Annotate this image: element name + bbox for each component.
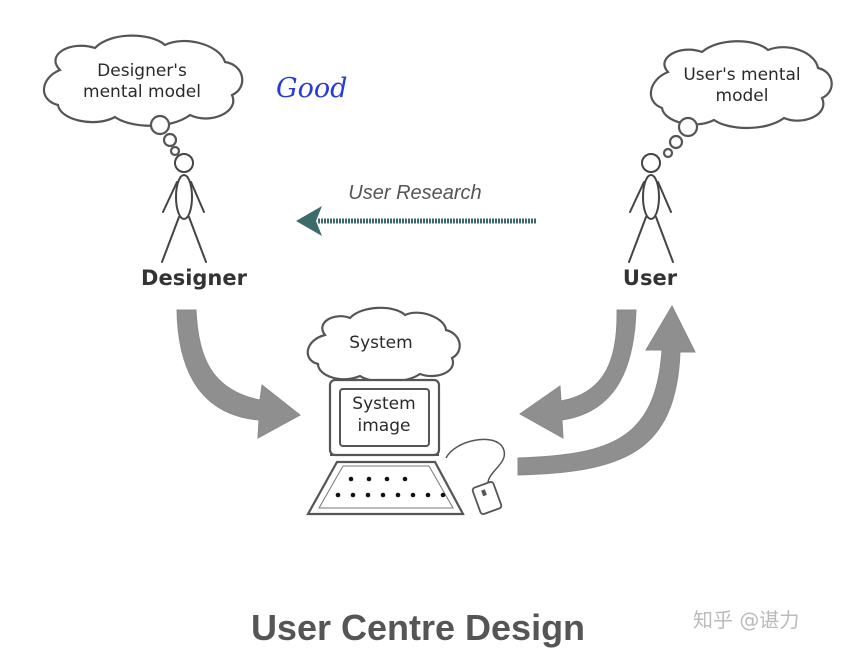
system-to-user-arrow bbox=[517, 304, 696, 476]
system-cloud-label: System bbox=[349, 333, 412, 353]
user-research-arrow bbox=[296, 206, 536, 236]
computer-monitor: System image bbox=[328, 378, 441, 457]
system-cloud: System bbox=[306, 306, 461, 383]
good-annotation: Good bbox=[276, 73, 347, 104]
designer-to-system-arrow bbox=[176, 309, 301, 439]
user-figure bbox=[628, 153, 674, 263]
user-to-system-arrow bbox=[519, 309, 637, 439]
keyboard bbox=[306, 460, 465, 516]
user-thought-cloud: User's mental model bbox=[650, 40, 833, 159]
user-thought-line-1: User's mental bbox=[683, 65, 800, 85]
user-research-label: User Research bbox=[348, 182, 481, 204]
diagram-title: User Centre Design bbox=[251, 607, 585, 648]
designer-label: Designer bbox=[141, 266, 248, 290]
system-image-line-1: System bbox=[352, 394, 415, 414]
mouse bbox=[445, 438, 506, 515]
designer-thought-line-2: mental model bbox=[83, 82, 201, 102]
system-image-line-2: image bbox=[358, 416, 411, 436]
user-thought-line-2: model bbox=[716, 86, 769, 106]
watermark: 知乎 @谌力 bbox=[693, 608, 799, 632]
user-label: User bbox=[623, 266, 678, 290]
designer-thought-line-1: Designer's bbox=[97, 61, 187, 81]
designer-thought-cloud: Designer's mental model bbox=[42, 34, 244, 157]
designer-figure bbox=[161, 153, 207, 263]
